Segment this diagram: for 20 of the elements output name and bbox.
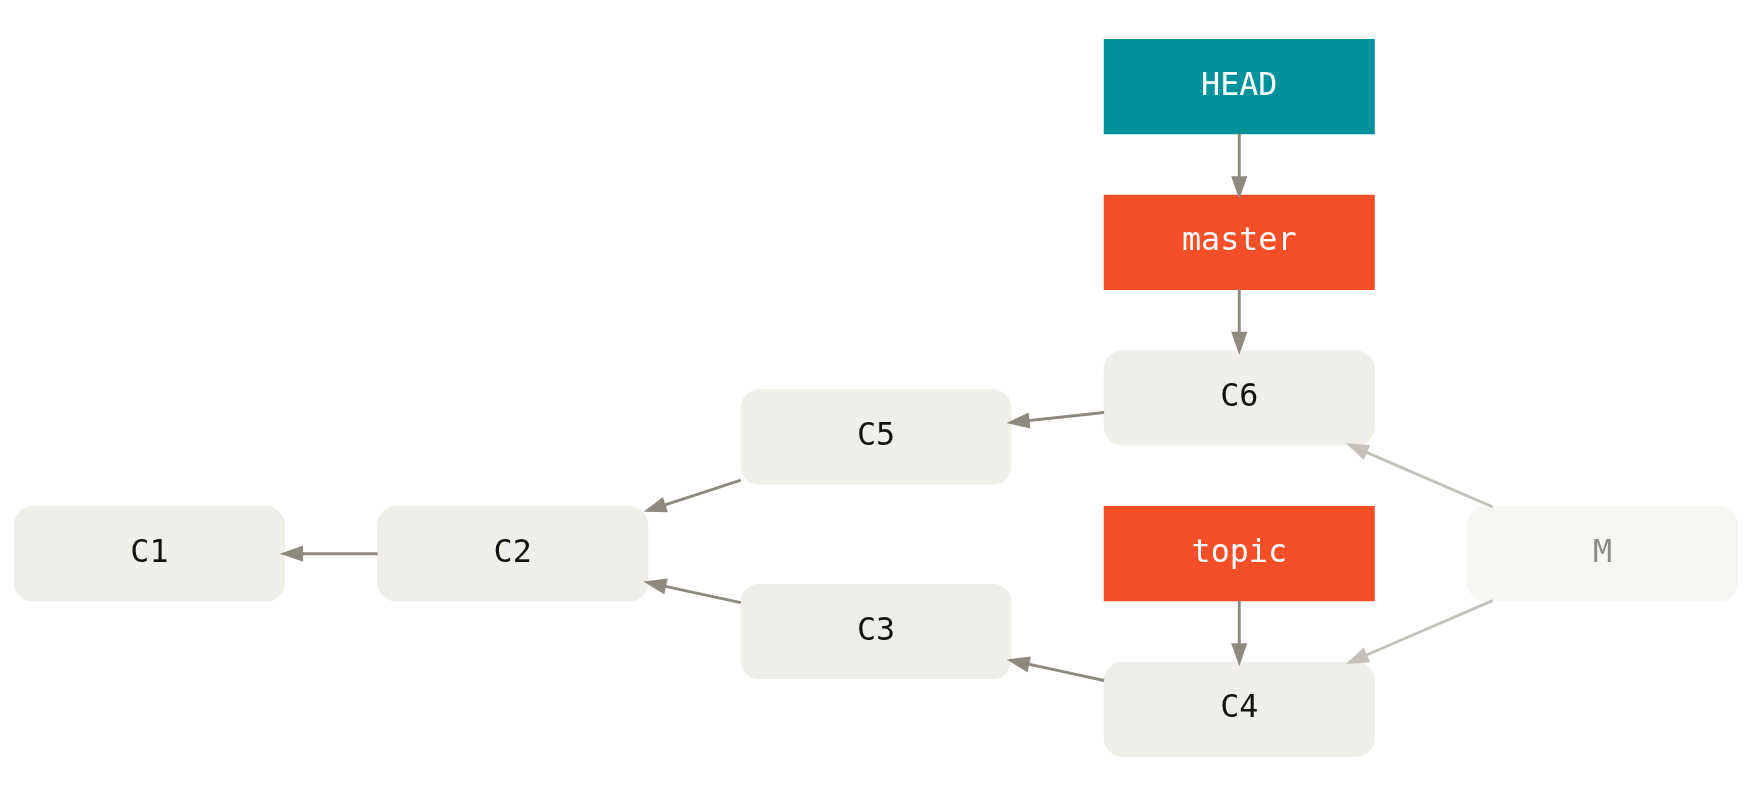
node-box: C4: [1103, 661, 1375, 757]
arrow: [1006, 655, 1105, 682]
node-box: topic: [1103, 505, 1375, 601]
arrow: [1231, 133, 1248, 199]
arrow: [1345, 598, 1494, 664]
arrow: [1006, 410, 1105, 429]
node-box: C3: [740, 583, 1012, 679]
node-box: M: [1467, 505, 1739, 601]
arrow: [1231, 600, 1248, 666]
arrow: [1231, 288, 1248, 355]
arrow: [280, 545, 378, 562]
node-box: C5: [740, 388, 1012, 484]
arrow: [643, 478, 742, 512]
node-box: master: [1103, 194, 1375, 290]
arrow: [1345, 442, 1494, 508]
arrow: [643, 578, 742, 604]
node-box: C2: [377, 505, 649, 601]
node-box: HEAD: [1103, 38, 1375, 134]
node-box: C6: [1103, 349, 1375, 446]
node-box: C1: [13, 505, 285, 601]
